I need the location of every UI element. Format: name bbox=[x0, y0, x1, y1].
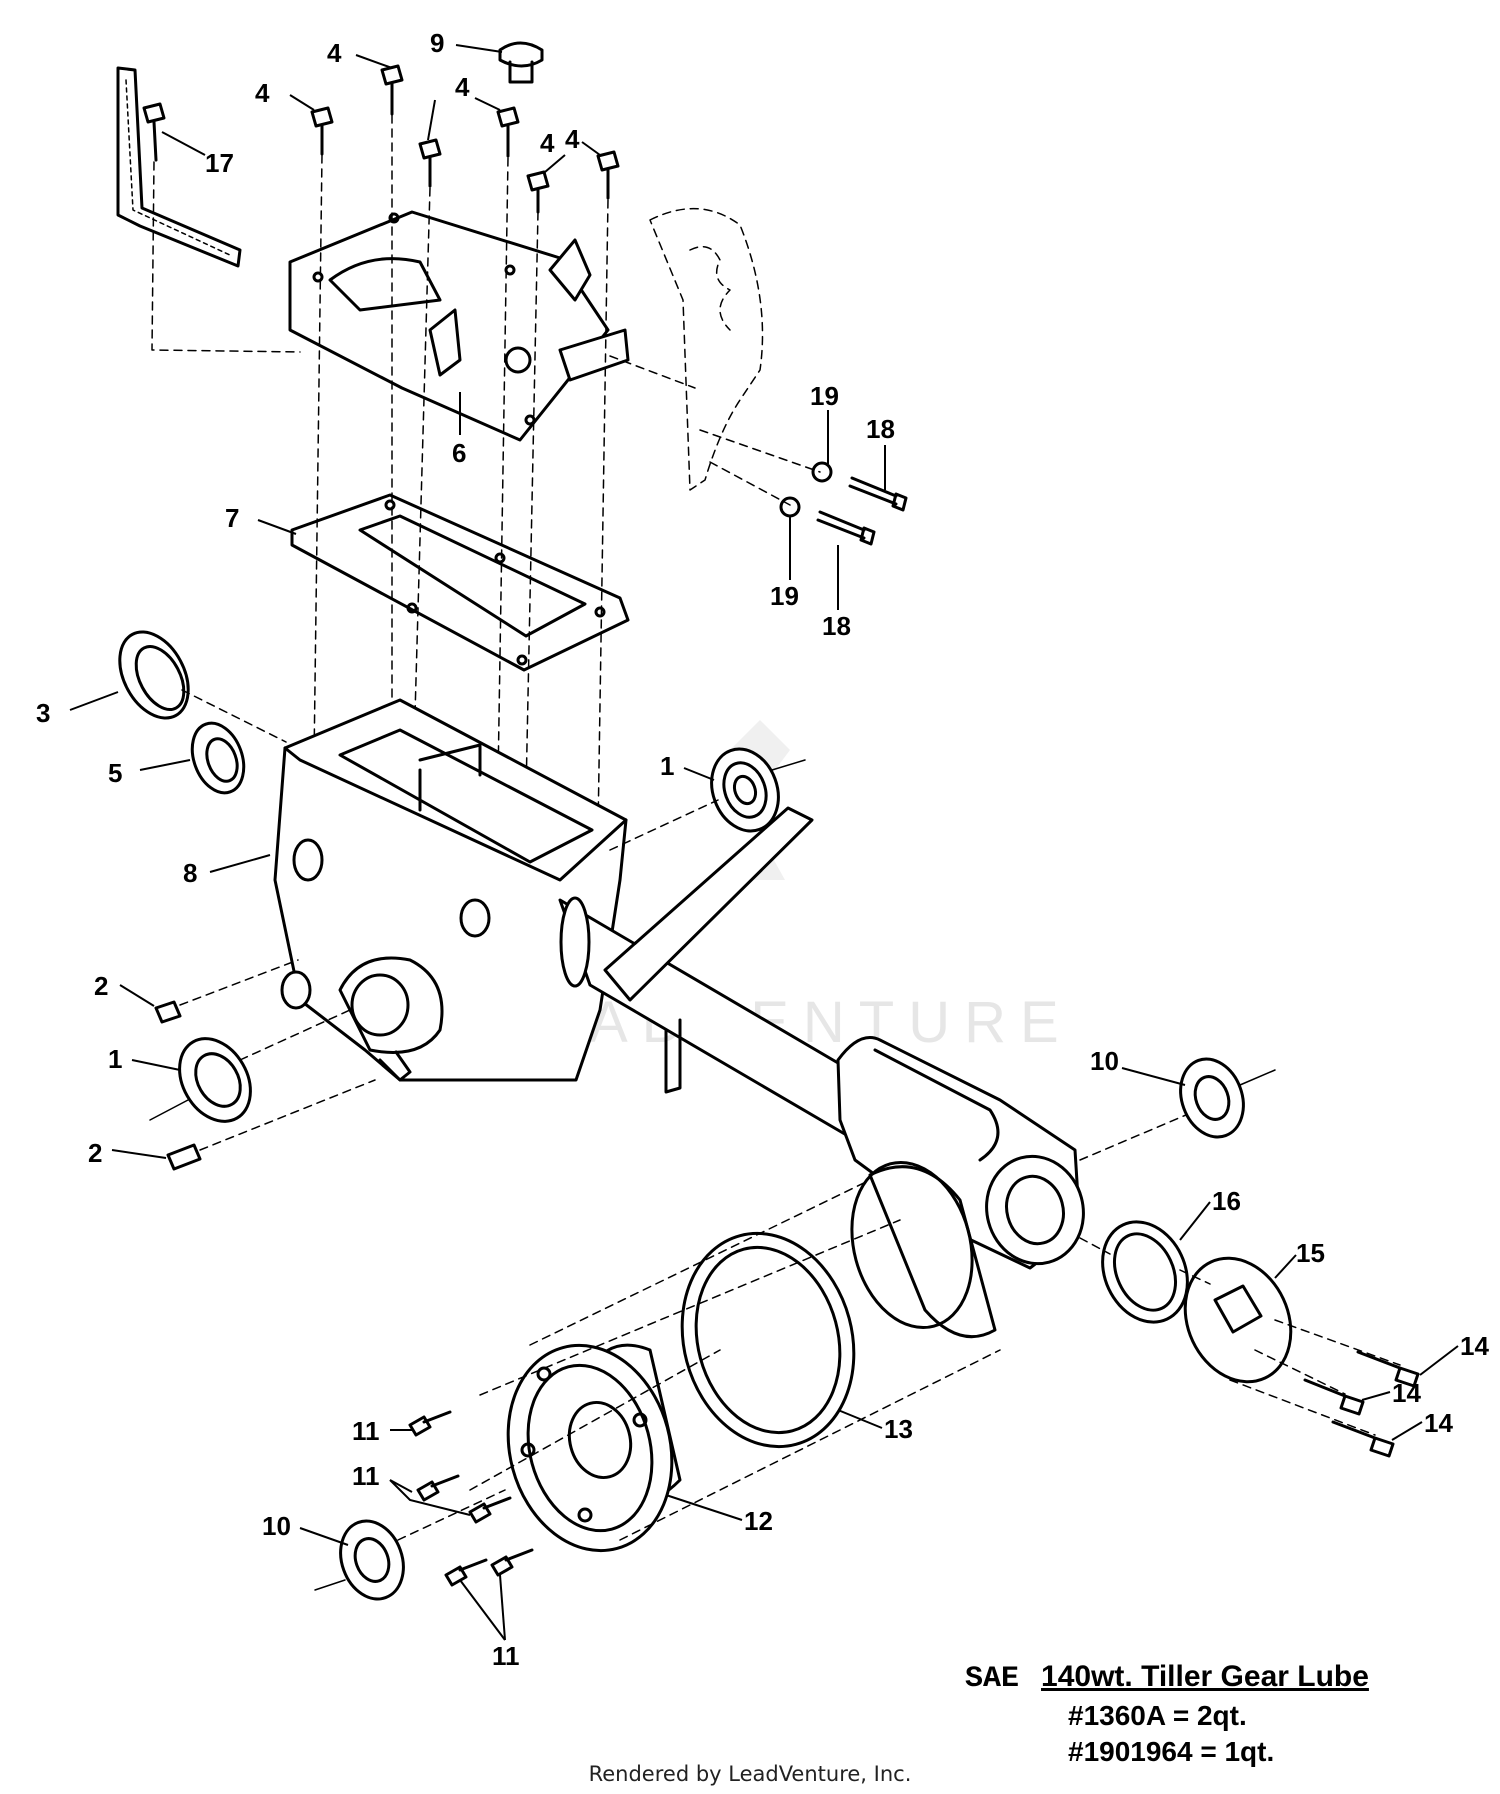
callout-5: 5 bbox=[108, 758, 122, 788]
part-15-end-cap bbox=[1183, 1256, 1293, 1384]
callout-18: 18 bbox=[866, 414, 895, 444]
callout-1: 1 bbox=[660, 751, 674, 781]
shift-plate-outline bbox=[609, 207, 821, 506]
callout-11: 11 bbox=[352, 1416, 380, 1446]
part-17-bolt bbox=[142, 102, 166, 162]
tine-shaft-housing bbox=[836, 1036, 1085, 1339]
part-18-bolts bbox=[816, 476, 908, 546]
callout-4: 4 bbox=[455, 72, 470, 102]
part-10-seal-upper bbox=[1179, 1057, 1245, 1139]
callout-10: 10 bbox=[262, 1511, 291, 1541]
part-12-side-cover bbox=[506, 1343, 682, 1553]
callout-4: 4 bbox=[540, 128, 555, 158]
part-7-gasket bbox=[290, 493, 630, 672]
part-2-plugs bbox=[154, 1000, 202, 1171]
callout-16: 16 bbox=[1212, 1186, 1241, 1216]
callout-2: 2 bbox=[94, 971, 108, 1001]
callout-19: 19 bbox=[810, 381, 839, 411]
part-3-bearing-cup bbox=[118, 630, 190, 720]
part-5-seal bbox=[190, 721, 246, 795]
part-11-bolts bbox=[408, 1410, 534, 1587]
callout-4: 4 bbox=[327, 38, 342, 68]
lube-part-1qt: #1901964 = 1qt. bbox=[1068, 1736, 1275, 1767]
callout-11: 11 bbox=[492, 1641, 520, 1671]
lube-spec: 140wt. Tiller Gear Lube bbox=[1041, 1660, 1369, 1693]
callout-10: 10 bbox=[1090, 1046, 1119, 1076]
part-14-bolts bbox=[1303, 1350, 1420, 1458]
part-17-bracket bbox=[116, 66, 242, 268]
callout-14: 14 bbox=[1392, 1378, 1421, 1408]
callout-12: 12 bbox=[744, 1506, 773, 1536]
assembly-guides-vertical bbox=[151, 114, 609, 891]
lubricant-note: SAE 140wt. Tiller Gear Lube #1360A = 2qt.… bbox=[965, 1660, 1435, 1768]
part-9-vent-plug bbox=[498, 41, 544, 84]
callout-3: 3 bbox=[36, 698, 50, 728]
callout-2: 2 bbox=[88, 1138, 102, 1168]
callout-18: 18 bbox=[822, 611, 851, 641]
part-6-cover-plate bbox=[288, 210, 630, 442]
lube-spec-line: SAE 140wt. Tiller Gear Lube bbox=[965, 1660, 1435, 1696]
part-19-washers bbox=[779, 461, 833, 518]
leader-lines bbox=[69, 44, 1459, 1641]
callout-7: 7 bbox=[225, 503, 239, 533]
part-1-bearing-lower bbox=[178, 1037, 252, 1123]
lube-part-2qt: #1360A = 2qt. bbox=[1068, 1700, 1247, 1731]
callout-6: 6 bbox=[452, 438, 466, 468]
callout-19: 19 bbox=[770, 581, 799, 611]
part-10-seal-lower bbox=[339, 1519, 405, 1601]
callout-8: 8 bbox=[183, 858, 197, 888]
part-4-bolts bbox=[310, 64, 620, 214]
render-credit: Rendered by LeadVenture, Inc. bbox=[588, 1762, 912, 1786]
callout-14: 14 bbox=[1424, 1408, 1453, 1438]
callout-labels: 4 9 4 4 4 4 17 6 7 19 18 19 18 3 5 1 8 2… bbox=[36, 28, 1489, 1671]
part-16-gasket bbox=[1101, 1220, 1189, 1324]
callout-4: 4 bbox=[255, 78, 270, 108]
callout-14: 14 bbox=[1460, 1331, 1489, 1361]
callout-13: 13 bbox=[884, 1414, 913, 1444]
callout-15: 15 bbox=[1296, 1238, 1325, 1268]
callout-17: 17 bbox=[205, 148, 234, 178]
callout-4: 4 bbox=[565, 124, 580, 154]
callout-9: 9 bbox=[430, 28, 444, 58]
callout-1: 1 bbox=[108, 1044, 122, 1074]
callout-11: 11 bbox=[352, 1461, 380, 1491]
lube-sae-label: SAE bbox=[965, 1662, 1020, 1696]
part-13-gasket bbox=[680, 1231, 856, 1449]
part-8-gear-housing bbox=[273, 698, 628, 1082]
